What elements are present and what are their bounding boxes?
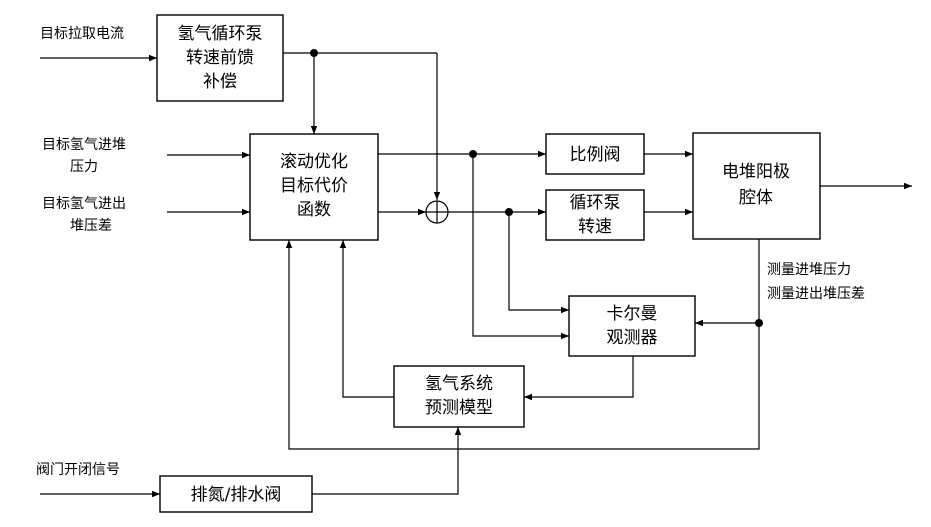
model-line-2: 预测模型: [425, 398, 493, 418]
label-target-pressure-2: 压力: [70, 159, 98, 175]
junction-dot-feedforward: [310, 49, 318, 57]
block-stack-anode: 电堆阳极 腔体: [693, 133, 820, 239]
junction-dot-valve: [469, 150, 477, 158]
label-target-pressure-1: 目标氢气进堆: [42, 137, 126, 153]
cost-line-3: 函数: [297, 200, 331, 220]
model-line-1: 氢气系统: [425, 374, 493, 394]
summing-junction: [426, 201, 448, 223]
pump-line-1: 循环泵: [570, 193, 621, 213]
pump-line-2: 转速: [578, 217, 612, 237]
kalman-line-1: 卡尔曼: [607, 304, 658, 324]
block-purge-valve: 排氮/排水阀: [160, 476, 312, 512]
line-kalman-to-model: [524, 356, 633, 397]
label-target-diff-1: 目标氢气进出: [42, 196, 126, 212]
line-purge-to-model: [312, 427, 458, 494]
label-measure-pressure: 测量进堆压力: [767, 262, 851, 278]
kalman-line-2: 观测器: [607, 328, 658, 348]
block-feedforward: 氢气循环泵 转速前馈 补偿: [157, 15, 283, 101]
cost-line-2: 目标代价: [280, 176, 348, 196]
block-prediction-model: 氢气系统 预测模型: [394, 366, 524, 427]
block-kalman-observer: 卡尔曼 观测器: [569, 296, 695, 356]
label-measure-diff: 测量进出堆压差: [767, 286, 865, 302]
line-valve-branch-to-kalman: [473, 154, 569, 336]
label-valve-signal: 阀门开闭信号: [36, 462, 120, 478]
block-proportional-valve: 比例阀: [546, 134, 644, 174]
feedforward-line-1: 氢气循环泵: [178, 24, 263, 44]
stack-line-2: 腔体: [739, 188, 773, 208]
purge-line-1: 排氮/排水阀: [191, 485, 282, 505]
feedforward-line-3: 补偿: [203, 72, 237, 92]
block-cost-function: 滚动优化 目标代价 函数: [250, 134, 378, 240]
junction-dot-pump: [505, 208, 513, 216]
junction-dot-measurement: [755, 319, 763, 327]
feedforward-line-2: 转速前馈: [186, 48, 254, 68]
label-target-diff-2: 堆压差: [70, 218, 112, 234]
line-measurement-to-kalman: [695, 239, 759, 323]
label-target-current: 目标拉取电流: [40, 26, 124, 42]
stack-line-1: 电堆阳极: [722, 162, 790, 182]
valve-line-1: 比例阀: [570, 145, 621, 165]
line-model-to-cost: [343, 240, 394, 397]
block-pump-speed: 循环泵 转速: [546, 190, 644, 240]
cost-line-1: 滚动优化: [280, 152, 348, 172]
